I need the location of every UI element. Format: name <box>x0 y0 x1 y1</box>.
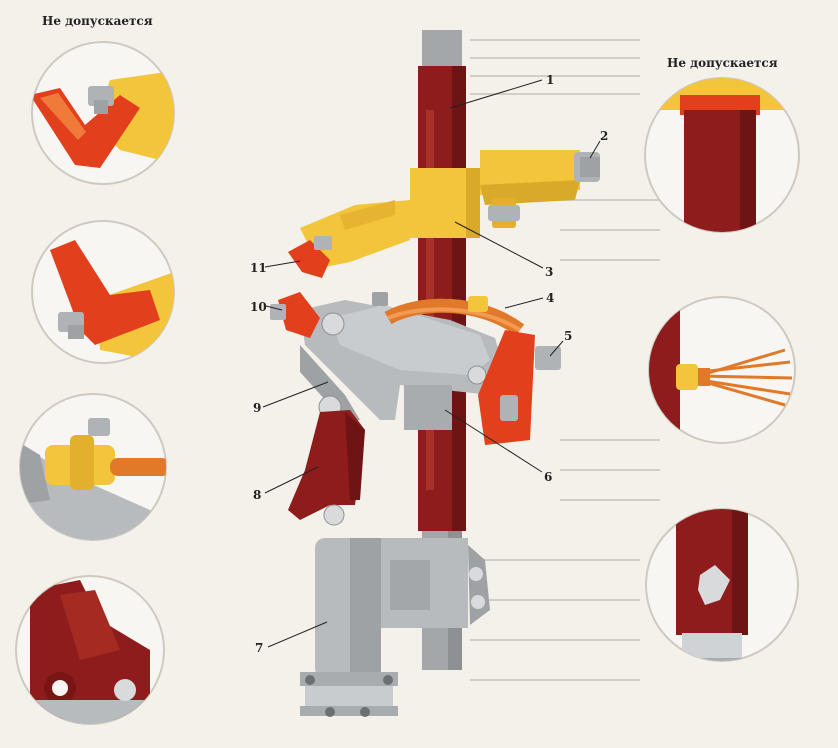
callout-9: 9 <box>253 401 261 415</box>
callout-4: 4 <box>546 291 554 305</box>
detail-circle-7 <box>645 508 799 662</box>
caption-not-allowed-right: Не допускается <box>667 56 778 70</box>
detail-circle-3 <box>19 393 167 541</box>
callout-7: 7 <box>255 641 263 655</box>
callout-lines <box>262 79 601 648</box>
main-diagram <box>270 30 600 717</box>
detail-circle-2 <box>31 220 175 364</box>
callout-5: 5 <box>564 329 572 343</box>
detail-circle-5 <box>644 77 800 233</box>
background-text <box>470 39 660 681</box>
detail-circle-4 <box>15 575 165 725</box>
detail-circle-6 <box>648 296 796 444</box>
caption-not-allowed-left: Не допускается <box>42 14 153 28</box>
callout-8: 8 <box>253 488 261 502</box>
callout-10: 10 <box>250 300 267 314</box>
callout-3: 3 <box>545 265 553 279</box>
callout-1: 1 <box>546 73 554 87</box>
detail-circle-1 <box>31 41 175 185</box>
callout-11: 11 <box>250 261 267 275</box>
callout-2: 2 <box>600 129 608 143</box>
callout-6: 6 <box>544 470 552 484</box>
